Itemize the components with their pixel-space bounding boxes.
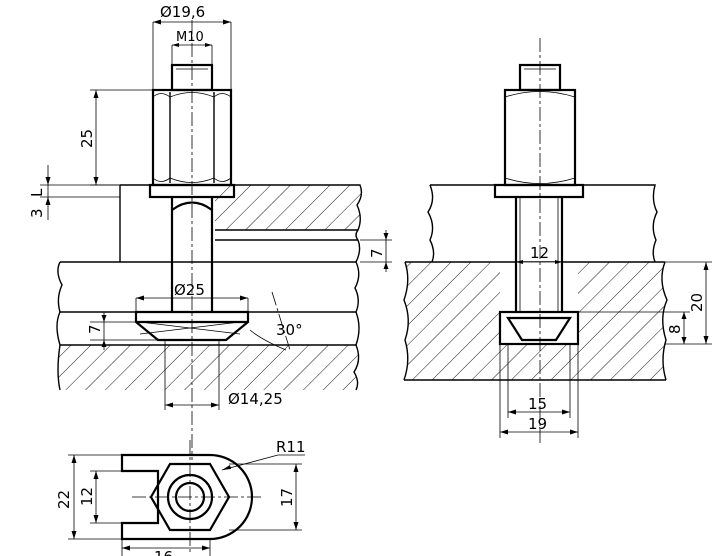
dim-head-15: 15 xyxy=(528,395,547,413)
dim-head-height: 8 xyxy=(666,324,684,334)
left-front-view: Ø19,6 M10 25 3 L 7 Ø25 xyxy=(28,3,392,460)
right-side-view: 12 20 8 15 19 xyxy=(403,38,712,445)
dim-plan-22: 22 xyxy=(55,490,73,509)
dim-radius: R11 xyxy=(276,438,306,456)
dim-thread: M10 xyxy=(176,30,204,45)
dim-plan-16: 16 xyxy=(154,548,173,556)
dim-slot-depth: 7 xyxy=(368,248,386,258)
dim-chamfer-angle: 30° xyxy=(276,321,303,339)
plan-view: R11 22 12 17 16 xyxy=(55,438,306,556)
dim-head-thickness: 7 xyxy=(86,324,104,334)
dim-washer: 3 xyxy=(28,208,46,218)
dim-block-height: 20 xyxy=(688,293,706,312)
base-hatch xyxy=(58,345,359,390)
dim-plan-12: 12 xyxy=(78,487,96,506)
upper-plate-hatch xyxy=(215,185,362,230)
dim-nut-height: 25 xyxy=(78,129,96,148)
dim-bolt-dia: Ø14,25 xyxy=(228,390,283,408)
dim-plan-17: 17 xyxy=(278,488,296,507)
dim-nut-dia: Ø19,6 xyxy=(160,3,205,21)
dim-shank-width: 12 xyxy=(530,244,549,262)
dim-counterbore: Ø25 xyxy=(174,281,205,299)
dim-head-19: 19 xyxy=(528,415,547,433)
dim-washer-label: L xyxy=(28,188,46,197)
